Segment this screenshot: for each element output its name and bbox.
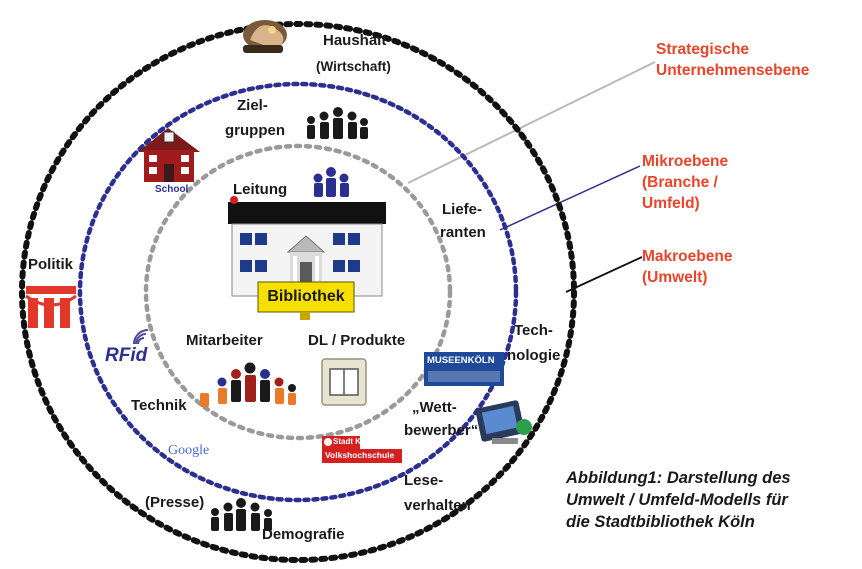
- label-mitarbeiter: Mitarbeiter: [186, 332, 263, 349]
- figure-caption: Abbildung1: Darstellung des Umwelt / Umf…: [566, 468, 791, 533]
- outer-ring-macro: [19, 21, 577, 563]
- vhs-bottom-text: Volkshochschule: [325, 450, 395, 460]
- label-technologie-2: nologie: [507, 347, 561, 364]
- book-icon: [321, 358, 367, 406]
- label-dl-produkte: DL / Produkte: [308, 332, 406, 349]
- label-wettbewerber-2: bewerber“: [404, 422, 479, 439]
- label-leseverhalten-2: verhalten: [404, 497, 471, 514]
- micro-level-line-3: Umfeld): [642, 194, 700, 212]
- label-wettbewerber-1: „Wett-: [412, 399, 457, 416]
- school-icon: [138, 128, 200, 182]
- macro-level-line-1: Makroebene: [642, 248, 733, 265]
- label-lieferanten-2: ranten: [440, 224, 486, 241]
- strategic-level-label: Strategische Unternehmensebene: [656, 40, 809, 82]
- politics-icon: [25, 286, 77, 328]
- caption-line-1: Abbildung1: Darstellung des: [566, 469, 791, 487]
- people-group-icon: [307, 107, 368, 139]
- middle-ring-micro: [77, 81, 519, 503]
- micro-level-line-1: Mikroebene: [642, 153, 729, 170]
- macro-level-line-2: (Umwelt): [642, 268, 708, 286]
- museen-logo-text: MUSEENKÖLN: [427, 355, 495, 366]
- library-building-icon: [228, 196, 386, 320]
- label-demografie: Demografie: [262, 526, 345, 543]
- macro-connector-line: [565, 256, 643, 293]
- bibliothek-sign-text: Bibliothek: [267, 288, 345, 305]
- label-wirtschaft: (Wirtschaft): [316, 59, 391, 74]
- strategic-level-line-2: Unternehmensebene: [656, 61, 810, 79]
- caption-line-3: die Stadtbibliothek Köln: [566, 512, 755, 531]
- museum-logo: [424, 352, 504, 386]
- label-technik: Technik: [131, 397, 187, 414]
- label-technologie-1: Tech-: [514, 322, 553, 339]
- technology-icon: [475, 400, 532, 444]
- staff-people-icon: [217, 362, 296, 405]
- label-haushalt: Haushalt: [323, 32, 387, 49]
- micro-level-line-2: (Branche /: [642, 173, 718, 191]
- demography-people-icon: [211, 498, 272, 531]
- inner-ring-strategic: [143, 143, 453, 441]
- label-presse: (Presse): [145, 494, 205, 511]
- micro-level-label: Mikroebene (Branche / Umfeld): [642, 152, 728, 215]
- caption-line-2: Umwelt / Umfeld-Modells für: [566, 490, 788, 509]
- rfid-logo-text: RFid: [105, 345, 148, 366]
- label-leitung: Leitung: [233, 181, 288, 198]
- strategic-connector-line: [407, 61, 656, 184]
- vhs-top-text: Stadt Köln: [333, 437, 373, 446]
- wallet-icon: [243, 20, 287, 53]
- rfid-icon: [133, 329, 149, 345]
- macro-level-label: Makroebene (Umwelt): [642, 247, 732, 289]
- label-politik: Politik: [28, 256, 74, 273]
- google-logo-text: Google: [168, 443, 210, 458]
- label-lieferanten-1: Liefe-: [442, 201, 483, 218]
- label-zielgruppen-2: gruppen: [225, 122, 285, 139]
- leadership-people-icon: [313, 167, 349, 197]
- strategic-level-line-1: Strategische: [656, 41, 750, 58]
- label-zielgruppen-1: Ziel-: [237, 97, 268, 114]
- micro-connector-line: [499, 165, 641, 231]
- vhs-logo: [322, 436, 402, 463]
- label-leseverhalten-1: Lese-: [404, 472, 444, 489]
- technik-marker-icon: [200, 393, 209, 407]
- school-logo-text: School: [155, 184, 189, 195]
